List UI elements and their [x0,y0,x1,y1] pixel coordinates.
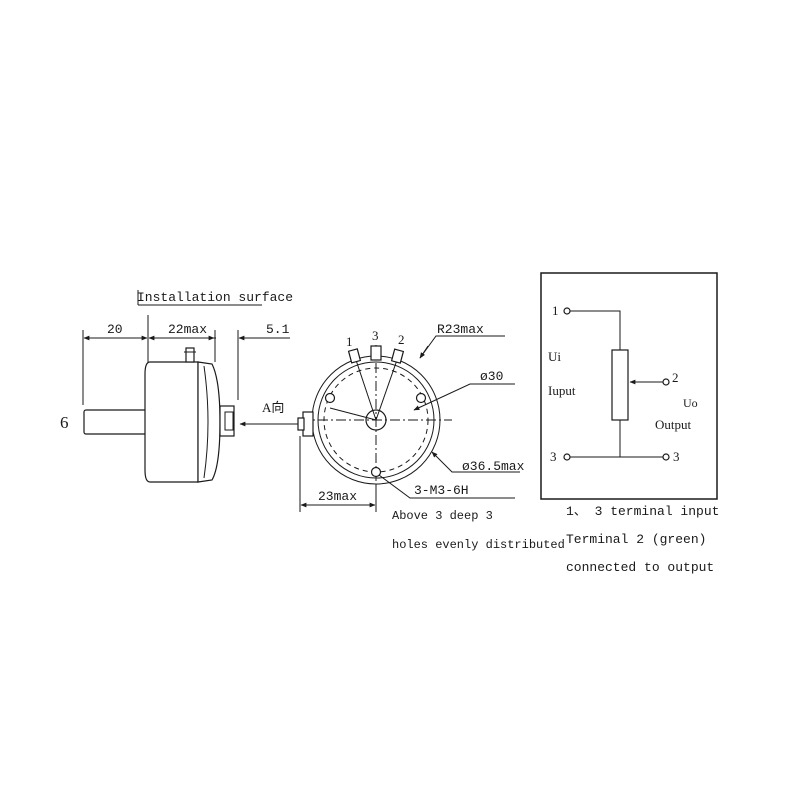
radial-terminal-1 [355,359,377,421]
installation-surface-label: Installation surface [137,290,293,305]
resistor [611,349,629,421]
rear-nut [219,405,235,437]
dim-20-label: 20 [107,322,123,337]
dia36-label: ø36.5max [462,459,525,474]
side-lug-tip [297,417,305,431]
dia36-leader [431,451,520,473]
mount-hole-bottom [370,466,382,478]
terminal-2-label: 2 [398,332,405,347]
pin-3-right-terminal [662,453,670,461]
dia30-leader [413,383,515,411]
body-rear-rim [197,361,221,483]
body-housing [144,361,199,483]
shaft [83,409,151,435]
radius-leader [419,335,505,359]
wire-pin-1 [570,310,621,350]
mount-hole-right [415,392,427,404]
pin-3-left-label: 3 [550,449,557,464]
radius-arrow [419,345,429,359]
direction-arrow-label: A向 [262,400,284,415]
terminal-2 [390,348,405,364]
thread-leader [378,474,515,499]
output-label: Output [655,417,692,432]
shaft-diameter-label: 6 [60,413,69,432]
top-terminal [185,347,195,363]
holes-note-line1: Above 3 deep 3 [392,509,493,523]
radial-terminal-2 [375,359,398,421]
thread-label: 3-M3-6H [414,483,469,498]
holes-note-line2: holes evenly distributed [392,538,565,552]
dia30-label: ø30 [480,369,503,384]
dim-5-1-label: 5.1 [266,322,290,337]
dim-22max-label: 22max [168,322,207,337]
ui-label: Ui [548,349,561,364]
note-line1: 1、 3 terminal input [566,504,719,519]
side-view: Installation surface 20 22max 5.1 6 A向 [60,290,298,483]
terminal-1 [347,348,362,364]
terminal-1-label: 1 [346,334,353,349]
pin-1-label: 1 [552,303,559,318]
rim-groove [203,365,209,479]
uo-label: Uo [683,396,698,410]
note-line3: connected to output [566,560,714,575]
terminal-3-label: 3 [372,328,379,343]
rear-nut-inner [224,411,234,431]
input-label: Iuput [548,383,576,398]
pin-2-terminal [662,378,670,386]
note-line2: Terminal 2 (green) [566,532,706,547]
pin-2-label: 2 [672,370,679,385]
radius-label: R23max [437,322,484,337]
front-view: 1 3 2 R23max ø30 ø36.5max 23max 3-M3-6H … [297,322,565,552]
schematic: 1 3 3 2 Ui Iuput Uo Output [540,272,718,500]
terminal-3 [370,345,382,361]
pin-3-left-terminal [563,453,571,461]
mount-hole-left [324,392,336,404]
radial-left [329,407,377,421]
dim-23max-label: 23max [318,489,357,504]
pin-3-right-label: 3 [673,449,680,464]
notes: 1、 3 terminal input Terminal 2 (green) c… [566,504,719,575]
pin-1-terminal [563,307,571,315]
